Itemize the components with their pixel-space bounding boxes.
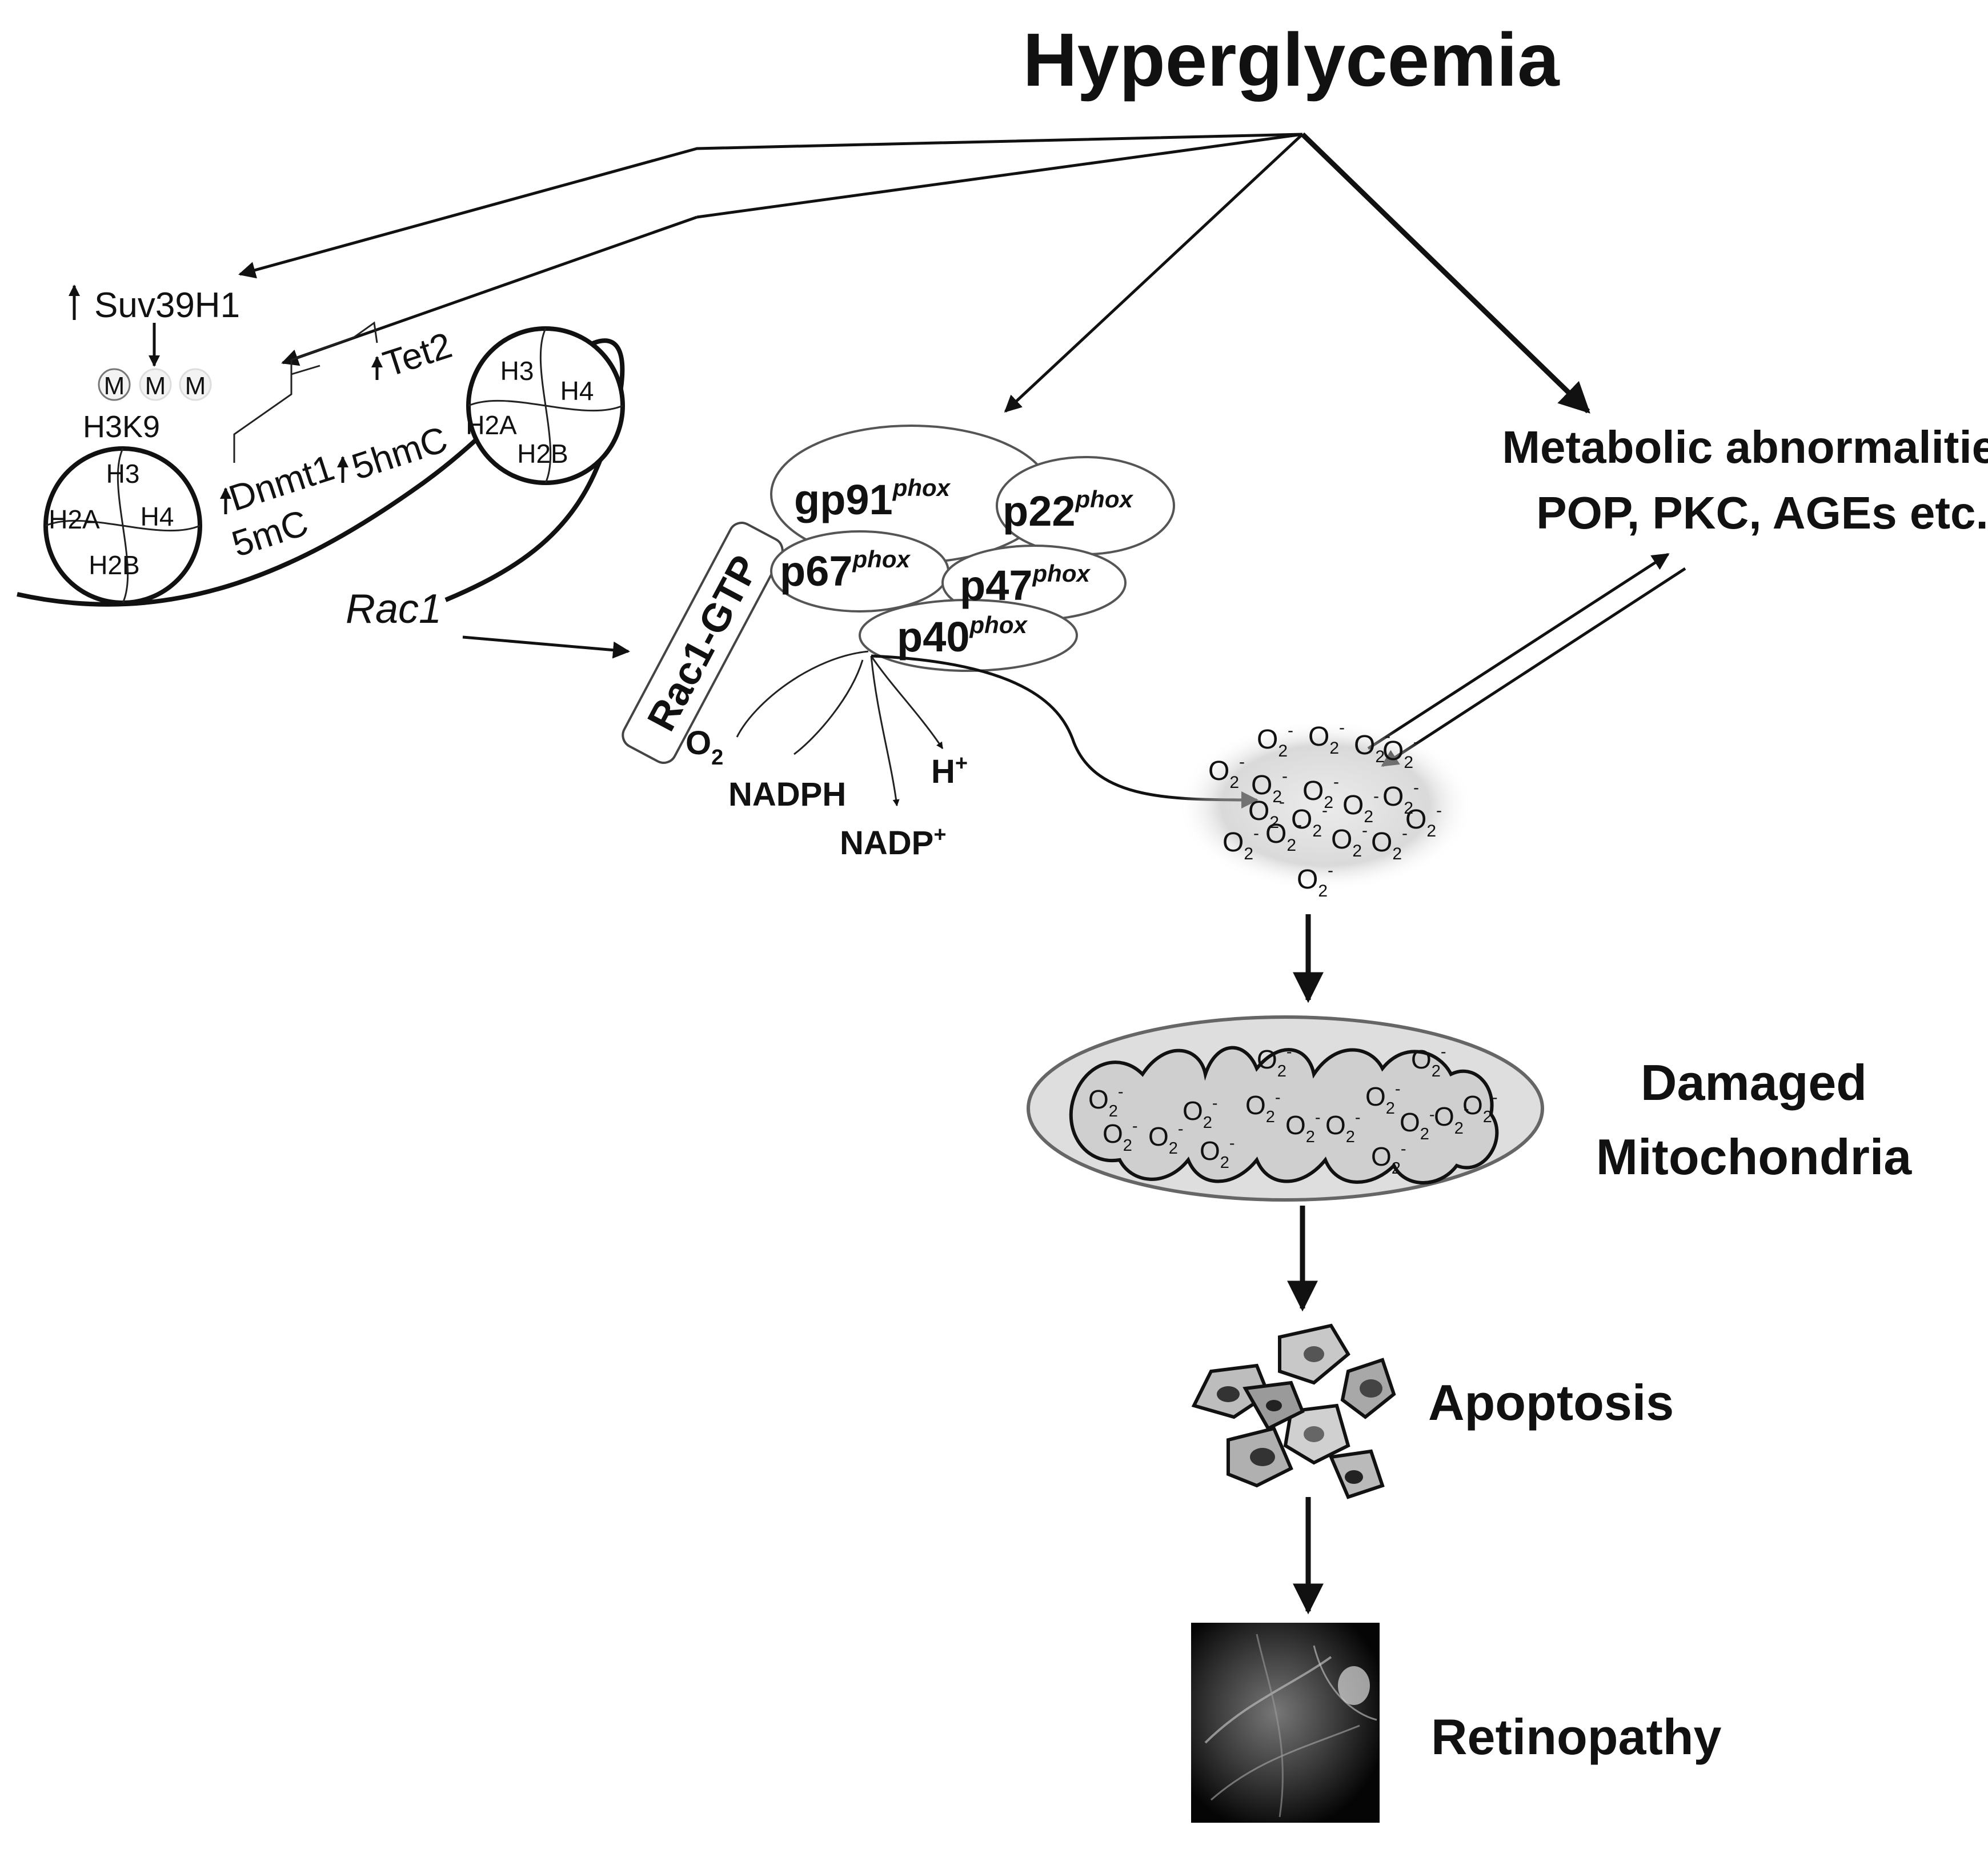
mito-superoxide-glyph-3: O2- — [1148, 1120, 1184, 1158]
label-damaged: Damaged — [1641, 1054, 1867, 1111]
mito-superoxide-glyph-4: O2- — [1183, 1094, 1218, 1132]
apoptotic-cells-icon — [1191, 1323, 1396, 1499]
methyl-mark-1: M — [104, 372, 125, 400]
superoxide-glyph-16: O2- — [1405, 801, 1442, 841]
double-arrow-metabolic-superoxide — [1367, 553, 1686, 767]
dnmt1-tet2-bracket — [233, 321, 378, 463]
mito-superoxide-glyph-11: O2- — [1411, 1043, 1446, 1080]
label-metabolic-line2: POP, PKC, AGEs etc. — [1536, 487, 1988, 538]
histone-h3-left: H3 — [106, 459, 140, 489]
subunit-p40: p40phox — [897, 611, 1028, 661]
rac1-arrow — [462, 635, 630, 659]
histone-h4-right: H4 — [560, 376, 594, 406]
superoxide-glyph-8: O2- — [1342, 787, 1379, 826]
superoxide-glyph-12: O2- — [1331, 821, 1368, 861]
label-h3k9: H3K9 — [83, 410, 160, 444]
methyl-mark-3: M — [185, 372, 206, 400]
label-apoptosis: Apoptosis — [1428, 1374, 1674, 1431]
mito-superoxide-glyph-15: O2- — [1245, 1088, 1281, 1126]
nucleosome-left: H3 H4 H2A H2B — [43, 446, 202, 605]
histone-h2a-left: H2A — [49, 505, 100, 534]
mito-superoxide-glyph-5: O2- — [1257, 1043, 1292, 1080]
superoxide-glyph-4: O2- — [1382, 733, 1419, 772]
mito-superoxide-glyph-2: O2- — [1103, 1117, 1138, 1155]
branch-line-epigenetics — [696, 133, 1303, 219]
mito-superoxide-glyph-10: O2- — [1434, 1100, 1469, 1138]
superoxide-glyph-14: O2- — [1223, 824, 1259, 863]
superoxide-glyph-1: O2- — [1257, 721, 1293, 761]
superoxide-glyph-7: O2- — [1302, 773, 1339, 812]
superoxide-glyph-10: O2- — [1248, 793, 1285, 832]
mito-superoxide-glyph-9: O2- — [1400, 1106, 1435, 1143]
h-output-arrow — [870, 655, 944, 749]
histone-h4-left: H4 — [141, 502, 174, 531]
subunit-p47: p47phox — [960, 560, 1091, 609]
hyperglycemia-arrows — [238, 132, 1590, 414]
mito-superoxide-glyph-12: O2- — [1462, 1088, 1498, 1126]
mito-superoxide-glyph-14: O2- — [1371, 1140, 1406, 1178]
mito-superoxide-glyph-8: O2- — [1365, 1080, 1401, 1118]
mito-superoxide-glyph-1: O2- — [1088, 1083, 1124, 1120]
retina-image — [1191, 1623, 1380, 1823]
superoxide-glyph-6: O2- — [1251, 767, 1288, 806]
nucleosome-right: H3 H4 H2A H2B — [466, 326, 625, 485]
label-suv39h1: Suv39H1 — [94, 286, 240, 325]
label-tet2: Tet2 — [378, 324, 456, 385]
superoxide-glyph-11: O2- — [1291, 801, 1328, 841]
histone-h3-right: H3 — [500, 356, 534, 386]
label-rac1-gene: Rac1 — [346, 586, 442, 632]
methyl-marks: M M M — [98, 368, 212, 401]
superoxide-glyph-9: O2- — [1382, 778, 1419, 818]
superoxide-cloud: O2-O2-O2-O2-O2-O2-O2-O2-O2-O2-O2-O2-O2-O… — [1177, 718, 1474, 901]
subunit-gp91: gp91phox — [794, 474, 951, 523]
label-5hmc: 5hmC — [347, 418, 452, 487]
label-o2-input: O2 — [686, 725, 723, 770]
label-h-plus: H+ — [931, 751, 968, 790]
histone-h2b-left: H2B — [89, 550, 139, 580]
superoxide-glyph-13: O2- — [1371, 824, 1408, 863]
superoxide-glyph-17: O2- — [1297, 861, 1333, 901]
epigenetics-panel: Suv39H1 M M M H3K9 H3 H4 H2A H2B — [17, 285, 630, 659]
histone-h2a-right: H2A — [466, 410, 517, 440]
methyl-mark-2: M — [145, 372, 166, 400]
subunit-p22: p22phox — [1003, 486, 1133, 535]
nadp-output-arrow — [870, 655, 900, 807]
label-rac1-gtp: Rac1-GTP — [639, 548, 768, 738]
title-hyperglycemia: Hyperglycemia — [1023, 18, 1560, 102]
nadph-input-line — [793, 659, 864, 755]
label-metabolic-line1: Metabolic abnormalities — [1502, 422, 1988, 473]
label-mitochondria: Mitochondria — [1596, 1128, 1912, 1185]
superoxide-glyph-2: O2- — [1308, 718, 1345, 758]
subunit-p67: p67phox — [780, 546, 911, 595]
histone-h2b-right: H2B — [517, 439, 568, 469]
mito-superoxide-glyph-13: O2- — [1200, 1134, 1235, 1172]
label-nadph: NADPH — [728, 776, 846, 813]
label-nadp: NADP+ — [840, 823, 947, 862]
superoxide-glyph-15: O2- — [1265, 815, 1302, 855]
o2-input-line — [736, 650, 869, 738]
nadph-oxidase-complex: Rac1-GTP gp91phox p22phox p67phox p47pho… — [622, 425, 1258, 862]
mito-superoxide-glyph-6: O2- — [1285, 1108, 1321, 1146]
oval-p40 — [859, 599, 1078, 672]
damaged-mitochondria: O2-O2-O2-O2-O2-O2-O2-O2-O2-O2-O2-O2-O2-O… — [1027, 1015, 1544, 1202]
label-retinopathy: Retinopathy — [1431, 1708, 1722, 1765]
superoxide-glyph-3: O2- — [1354, 727, 1390, 766]
superoxide-glyph-5: O2- — [1208, 753, 1245, 792]
mito-superoxide-glyph-7: O2- — [1325, 1108, 1361, 1146]
